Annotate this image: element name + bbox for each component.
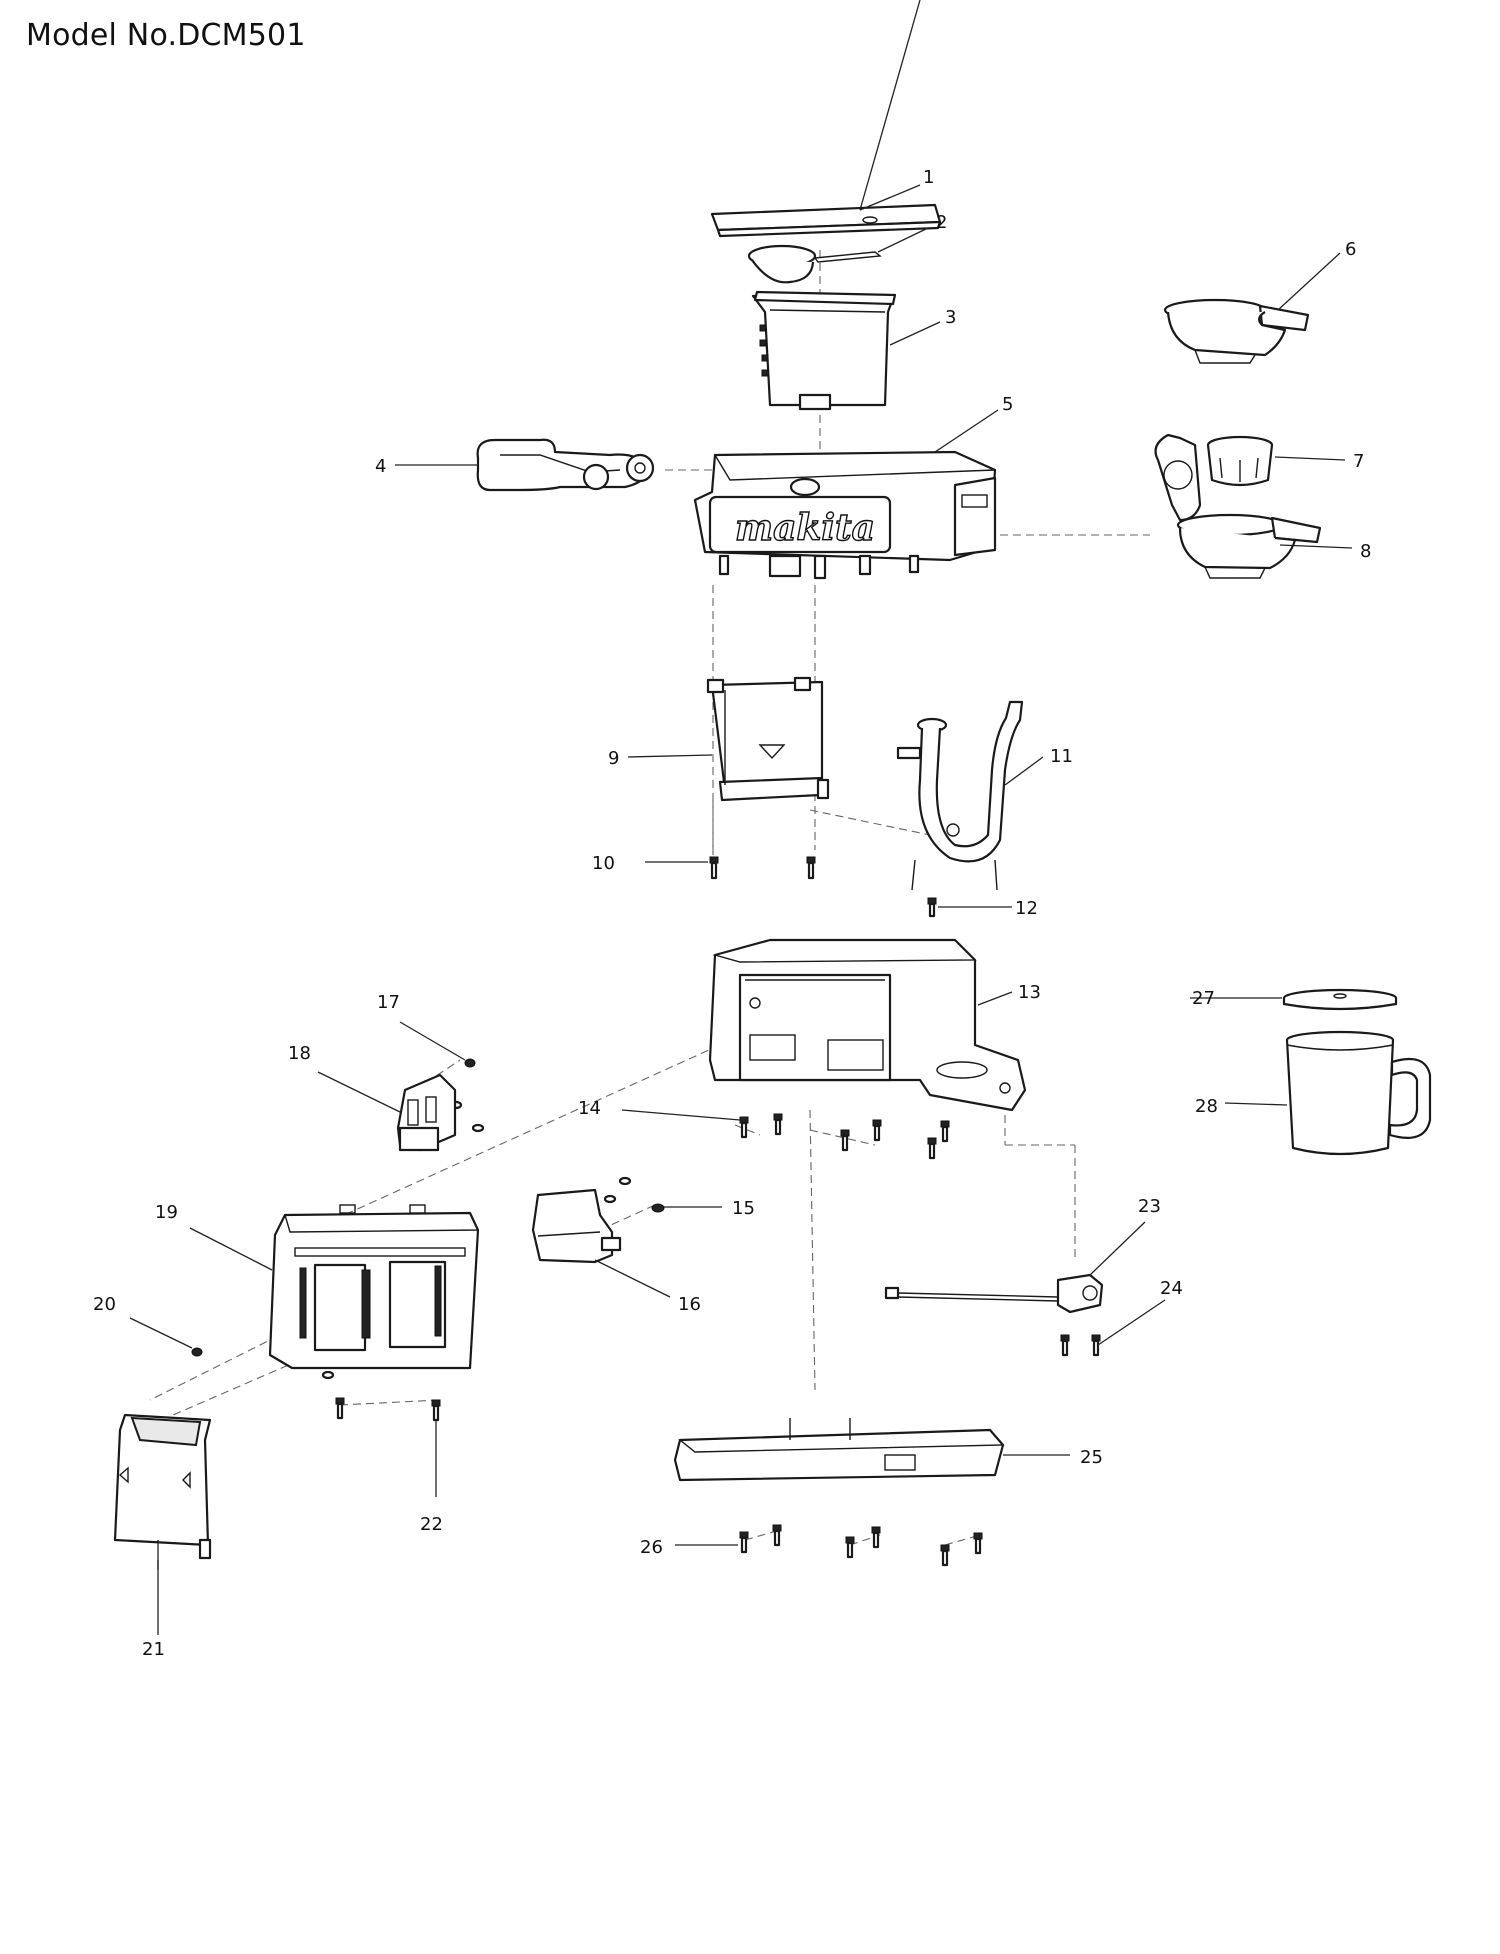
model-number-title: Model No.DCM501 <box>26 18 306 53</box>
label-part-21: 21 <box>142 1639 165 1660</box>
label-part-22: 22 <box>420 1514 443 1535</box>
part-1-lid <box>710 203 942 238</box>
part-25-base-plate <box>673 1418 1005 1482</box>
label-part-23: 23 <box>1138 1196 1161 1217</box>
label-part-28: 28 <box>1195 1096 1218 1117</box>
label-part-14: 14 <box>578 1098 601 1119</box>
part-labels: 1 2 3 4 5 6 7 8 9 10 11 12 13 14 15 16 1… <box>93 167 1371 1660</box>
label-part-15: 15 <box>732 1198 755 1219</box>
label-part-6: 6 <box>1345 239 1356 260</box>
part-16-switch <box>531 1188 622 1264</box>
label-part-20: 20 <box>93 1294 116 1315</box>
part-13-lower-housing <box>708 938 1027 1112</box>
part-5-upper-housing: makita <box>693 450 997 580</box>
leader-lines-2 <box>129 184 1353 1570</box>
part-26-screws <box>739 1524 983 1567</box>
part-3-water-tank <box>751 290 897 411</box>
label-part-16: 16 <box>678 1294 701 1315</box>
label-part-10: 10 <box>592 853 615 874</box>
part-22-screws <box>321 1370 441 1422</box>
part-23-dc-jack <box>884 1273 1104 1314</box>
label-part-24: 24 <box>1160 1278 1183 1299</box>
part-4-handle <box>476 438 655 492</box>
part-8-filter-holder-bottom <box>1176 513 1322 579</box>
part-7-filter-basket <box>1154 433 1274 522</box>
part-14-screws <box>739 1113 950 1160</box>
label-part-1: 1 <box>923 167 934 188</box>
part-20-small-nut <box>191 1347 203 1357</box>
part-10-screws <box>709 856 816 880</box>
label-part-9: 9 <box>608 748 619 769</box>
part-15-nut <box>603 1176 665 1213</box>
label-part-2: 2 <box>936 212 947 233</box>
part-11-heater-tube <box>896 700 1024 891</box>
label-part-26: 26 <box>640 1537 663 1558</box>
label-part-25: 25 <box>1080 1447 1103 1468</box>
label-part-18: 18 <box>288 1043 311 1064</box>
part-19-battery-mount <box>268 1204 480 1370</box>
part-28-mug <box>1285 1030 1432 1156</box>
label-part-8: 8 <box>1360 541 1371 562</box>
part-27-mug-lid <box>1282 988 1398 1011</box>
part-24-screws <box>1060 1334 1101 1357</box>
label-part-12: 12 <box>1015 898 1038 919</box>
label-part-5: 5 <box>1002 394 1013 415</box>
part-2-gasket <box>747 244 882 284</box>
leader-lines <box>859 0 921 211</box>
assembly-lines <box>149 250 1150 1546</box>
label-part-27: 27 <box>1192 988 1215 1009</box>
part-18-connector <box>396 1073 457 1152</box>
part-21-battery-cover <box>113 1413 212 1560</box>
makita-logo: makita <box>735 507 875 549</box>
part-12-screw <box>927 897 937 918</box>
label-part-13: 13 <box>1018 982 1041 1003</box>
label-part-3: 3 <box>945 307 956 328</box>
label-part-7: 7 <box>1353 451 1364 472</box>
label-part-19: 19 <box>155 1202 178 1223</box>
label-part-17: 17 <box>377 992 400 1013</box>
part-6-filter-holder-top <box>1163 298 1310 364</box>
part-9-terminal-bracket <box>706 676 830 802</box>
label-part-4: 4 <box>375 456 386 477</box>
label-part-11: 11 <box>1050 746 1073 767</box>
